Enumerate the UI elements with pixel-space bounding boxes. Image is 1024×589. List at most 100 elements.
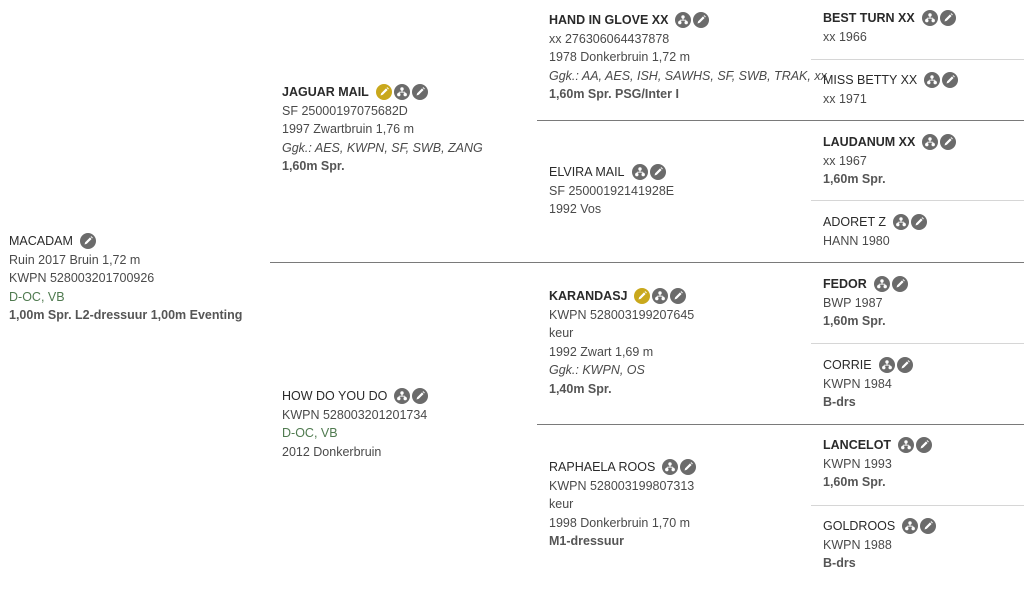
sd-studbook: SF 25000192141928E — [549, 183, 675, 198]
pedigree-icon[interactable] — [878, 357, 895, 374]
ds-name[interactable]: KARANDASJ — [549, 289, 628, 303]
ds-performance: 1,40m Spr. — [549, 381, 612, 396]
subject-performance: 1,00m Spr. L2-dressuur 1,00m Eventing — [9, 308, 243, 323]
dsd-horse: CORRIE KWPN 1984 B-drs — [823, 356, 913, 412]
dd-performance: M1-dressuur — [549, 534, 625, 549]
subject-name[interactable]: MACADAM — [9, 234, 73, 248]
edit-pencil-icon[interactable] — [910, 214, 927, 231]
edit-pencil-icon[interactable] — [670, 288, 687, 305]
ds-horse: KARANDASJ KWPN 528003199207645 keur 1992… — [549, 287, 694, 399]
ddd-horse: GOLDROOS KWPN 1988 B-drs — [823, 517, 937, 573]
dss-performance: 1,60m Spr. — [823, 314, 886, 329]
subject-horse: MACADAM Ruin 2017 Bruin 1,72 m KWPN 5280… — [9, 232, 242, 325]
edit-pencil-icon[interactable] — [916, 437, 933, 454]
dam-name[interactable]: HOW DO YOU DO — [282, 389, 388, 403]
dam-predicate: D-OC, VB — [282, 426, 338, 441]
subject-predicate: D-OC, VB — [9, 289, 65, 304]
pedigree-icon[interactable] — [394, 388, 411, 405]
ds-info: 1992 Zwart 1,69 m — [549, 344, 654, 359]
sdd-info: HANN 1980 — [823, 233, 890, 248]
sire-name[interactable]: JAGUAR MAIL — [282, 85, 369, 99]
edit-pencil-icon[interactable] — [412, 388, 429, 405]
dds-horse: LANCELOT KWPN 1993 1,60m Spr. — [823, 436, 933, 492]
divider-gen4-4 — [811, 505, 1024, 506]
sdd-horse: ADORET Z HANN 1980 — [823, 213, 927, 250]
sire-studbook: SF 25000197075682D — [282, 103, 408, 118]
edit-pencil-icon[interactable] — [896, 357, 913, 374]
dss-name[interactable]: FEDOR — [823, 277, 867, 291]
divider-gen4-3 — [811, 343, 1024, 344]
edit-pencil-icon[interactable] — [680, 459, 697, 476]
dd-info: 1998 Donkerbruin 1,70 m — [549, 515, 691, 530]
pedigree-icon[interactable] — [892, 214, 909, 231]
ss-horse: HAND IN GLOVE XX xx 276306064437878 1978… — [549, 11, 827, 104]
ss-name[interactable]: HAND IN GLOVE XX — [549, 13, 669, 27]
ss-approvals: Ggk.: AA, AES, ISH, SAWHS, SF, SWB, TRAK… — [549, 68, 827, 83]
ss-studbook: xx 276306064437878 — [549, 31, 670, 46]
sss-horse: BEST TURN XX xx 1966 — [823, 9, 956, 46]
sds-name[interactable]: LAUDANUM XX — [823, 135, 916, 149]
edit-pencil-icon[interactable] — [649, 164, 666, 181]
dam-studbook: KWPN 528003201201734 — [282, 407, 428, 422]
subject-info: Ruin 2017 Bruin 1,72 m — [9, 252, 141, 267]
ddd-name[interactable]: GOLDROOS — [823, 519, 896, 533]
edit-pencil-icon[interactable] — [79, 233, 96, 250]
sd-name[interactable]: ELVIRA MAIL — [549, 165, 625, 179]
sds-horse: LAUDANUM XX xx 1967 1,60m Spr. — [823, 133, 957, 189]
subject-studbook: KWPN 528003201700926 — [9, 271, 155, 286]
edit-pencil-icon[interactable] — [939, 10, 956, 27]
dsd-info: KWPN 1984 — [823, 376, 892, 391]
edit-pencil-icon[interactable] — [693, 12, 710, 29]
ddd-performance: B-drs — [823, 556, 856, 571]
dsd-performance: B-drs — [823, 395, 856, 410]
sds-performance: 1,60m Spr. — [823, 172, 886, 187]
pedigree-icon[interactable] — [393, 84, 410, 101]
dd-predicate: keur — [549, 497, 574, 512]
ds-studbook: KWPN 528003199207645 — [549, 307, 695, 322]
ds-predicate: keur — [549, 326, 574, 341]
ssd-info: xx 1971 — [823, 91, 867, 106]
edit-pencil-icon[interactable] — [920, 518, 937, 535]
dd-name[interactable]: RAPHAELA ROOS — [549, 460, 656, 474]
pedigree-icon[interactable] — [652, 288, 669, 305]
gold-pencil-icon[interactable] — [375, 84, 392, 101]
dd-horse: RAPHAELA ROOS KWPN 528003199807313 keur … — [549, 458, 697, 551]
pedigree-icon[interactable] — [924, 72, 941, 89]
dds-name[interactable]: LANCELOT — [823, 438, 892, 452]
pedigree-icon[interactable] — [631, 164, 648, 181]
pedigree-icon[interactable] — [873, 276, 890, 293]
dam-horse: HOW DO YOU DO KWPN 528003201201734 D-OC,… — [282, 387, 429, 461]
sd-horse: ELVIRA MAIL SF 25000192141928E 1992 Vos — [549, 163, 674, 219]
divider-ds-dd — [537, 424, 1024, 425]
ss-info: 1978 Donkerbruin 1,72 m — [549, 50, 691, 65]
sss-name[interactable]: BEST TURN XX — [823, 11, 915, 25]
ssd-name[interactable]: MISS BETTY XX — [823, 73, 918, 87]
divider-gen4-1 — [811, 59, 1024, 60]
sire-info: 1997 Zwartbruin 1,76 m — [282, 122, 415, 137]
edit-pencil-icon[interactable] — [411, 84, 428, 101]
dd-studbook: KWPN 528003199807313 — [549, 478, 695, 493]
pedigree-icon[interactable] — [902, 518, 919, 535]
dsd-name[interactable]: CORRIE — [823, 358, 872, 372]
sds-info: xx 1967 — [823, 153, 867, 168]
edit-pencil-icon[interactable] — [942, 72, 959, 89]
sire-horse: JAGUAR MAIL SF 25000197075682D 1997 Zwar… — [282, 83, 483, 176]
sss-info: xx 1966 — [823, 29, 867, 44]
dds-info: KWPN 1993 — [823, 456, 892, 471]
pedigree-icon[interactable] — [922, 134, 939, 151]
sd-info: 1992 Vos — [549, 202, 602, 217]
dss-horse: FEDOR BWP 1987 1,60m Spr. — [823, 275, 908, 331]
ss-performance: 1,60m Spr. PSG/Inter I — [549, 87, 679, 102]
pedigree-icon[interactable] — [675, 12, 692, 29]
pedigree-icon[interactable] — [921, 10, 938, 27]
pedigree-icon[interactable] — [898, 437, 915, 454]
gold-pencil-icon[interactable] — [634, 288, 651, 305]
divider-gen4-2 — [811, 200, 1024, 201]
edit-pencil-icon[interactable] — [891, 276, 908, 293]
sire-performance: 1,60m Spr. — [282, 159, 345, 174]
ds-approvals: Ggk.: KWPN, OS — [549, 363, 645, 378]
dds-performance: 1,60m Spr. — [823, 475, 886, 490]
edit-pencil-icon[interactable] — [940, 134, 957, 151]
sdd-name[interactable]: ADORET Z — [823, 215, 886, 229]
pedigree-icon[interactable] — [662, 459, 679, 476]
